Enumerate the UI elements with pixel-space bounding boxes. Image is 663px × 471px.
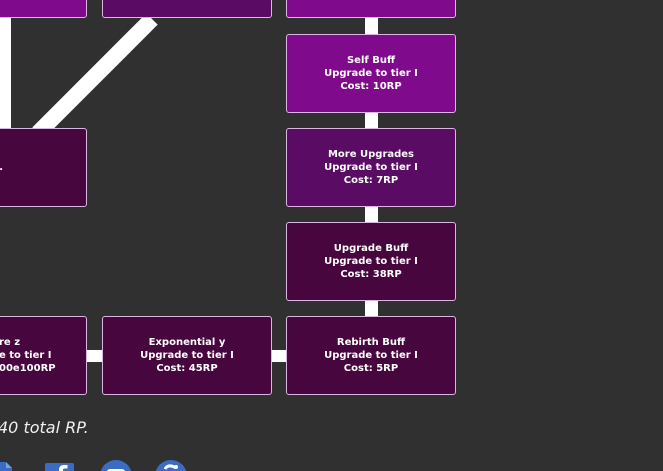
tree-node-self-buff[interactable]: Self Buff Upgrade to tier I Cost: 10RP: [286, 34, 456, 113]
node-cost: Cost: 38RP: [340, 269, 402, 280]
node-title: re z: [0, 337, 21, 348]
node-title: Self Buff: [346, 55, 396, 66]
node-cost: Cost: 7RP: [343, 175, 399, 186]
tree-node-more-upgrades[interactable]: More Upgrades Upgrade to tier I Cost: 7R…: [286, 128, 456, 207]
connector-bottom-2: [270, 350, 288, 362]
connector-spine-2: [365, 112, 378, 130]
connector-spine-3: [365, 206, 378, 224]
node-title: Rebirth Buff: [336, 337, 406, 348]
tree-node-rebirth-buff[interactable]: Rebirth Buff Upgrade to tier I Cost: 5RP: [286, 316, 456, 395]
discord-icon[interactable]: [99, 459, 133, 471]
node-action: Upgrade to tier I: [324, 162, 418, 173]
node-action: Upgrade to tier I: [324, 68, 418, 79]
node-title: Exponential y: [148, 337, 226, 348]
total-rp-text: 40 total RP.: [0, 418, 89, 437]
connector-left-vertical: [0, 0, 11, 130]
tree-node-exponential-y[interactable]: Exponential y Upgrade to tier I Cost: 45…: [102, 316, 272, 395]
reddit-icon[interactable]: [154, 459, 188, 471]
node-cost: Cost: 5RP: [343, 363, 399, 374]
node-action: Upgrade to tier I: [324, 256, 418, 267]
tree-node-top-left[interactable]: [0, 0, 87, 18]
connector-diagonal: [32, 13, 158, 139]
tree-node-top-right[interactable]: [286, 0, 456, 18]
node-cost: Cost: 45RP: [156, 363, 218, 374]
node-action: Upgrade to tier I: [324, 350, 418, 361]
tree-node-top-middle[interactable]: [102, 0, 272, 18]
facebook-icon[interactable]: [45, 459, 75, 471]
node-title: Upgrade Buff: [333, 243, 409, 254]
node-action: Upgrade to tier I: [140, 350, 234, 361]
tree-node-left-middle[interactable]: .: [0, 128, 87, 207]
connector-spine-1: [365, 18, 378, 36]
document-icon[interactable]: [0, 459, 16, 471]
node-text: .: [0, 161, 3, 174]
connector-spine-4: [365, 300, 378, 318]
tree-node-more-z[interactable]: re z e to tier I 00e100RP: [0, 316, 87, 395]
node-title: More Upgrades: [327, 149, 415, 160]
tree-node-upgrade-buff[interactable]: Upgrade Buff Upgrade to tier I Cost: 38R…: [286, 222, 456, 301]
node-cost: Cost: 10RP: [340, 81, 402, 92]
node-cost: 00e100RP: [0, 363, 56, 374]
connector-bottom-1: [86, 350, 104, 362]
node-action: e to tier I: [0, 350, 52, 361]
